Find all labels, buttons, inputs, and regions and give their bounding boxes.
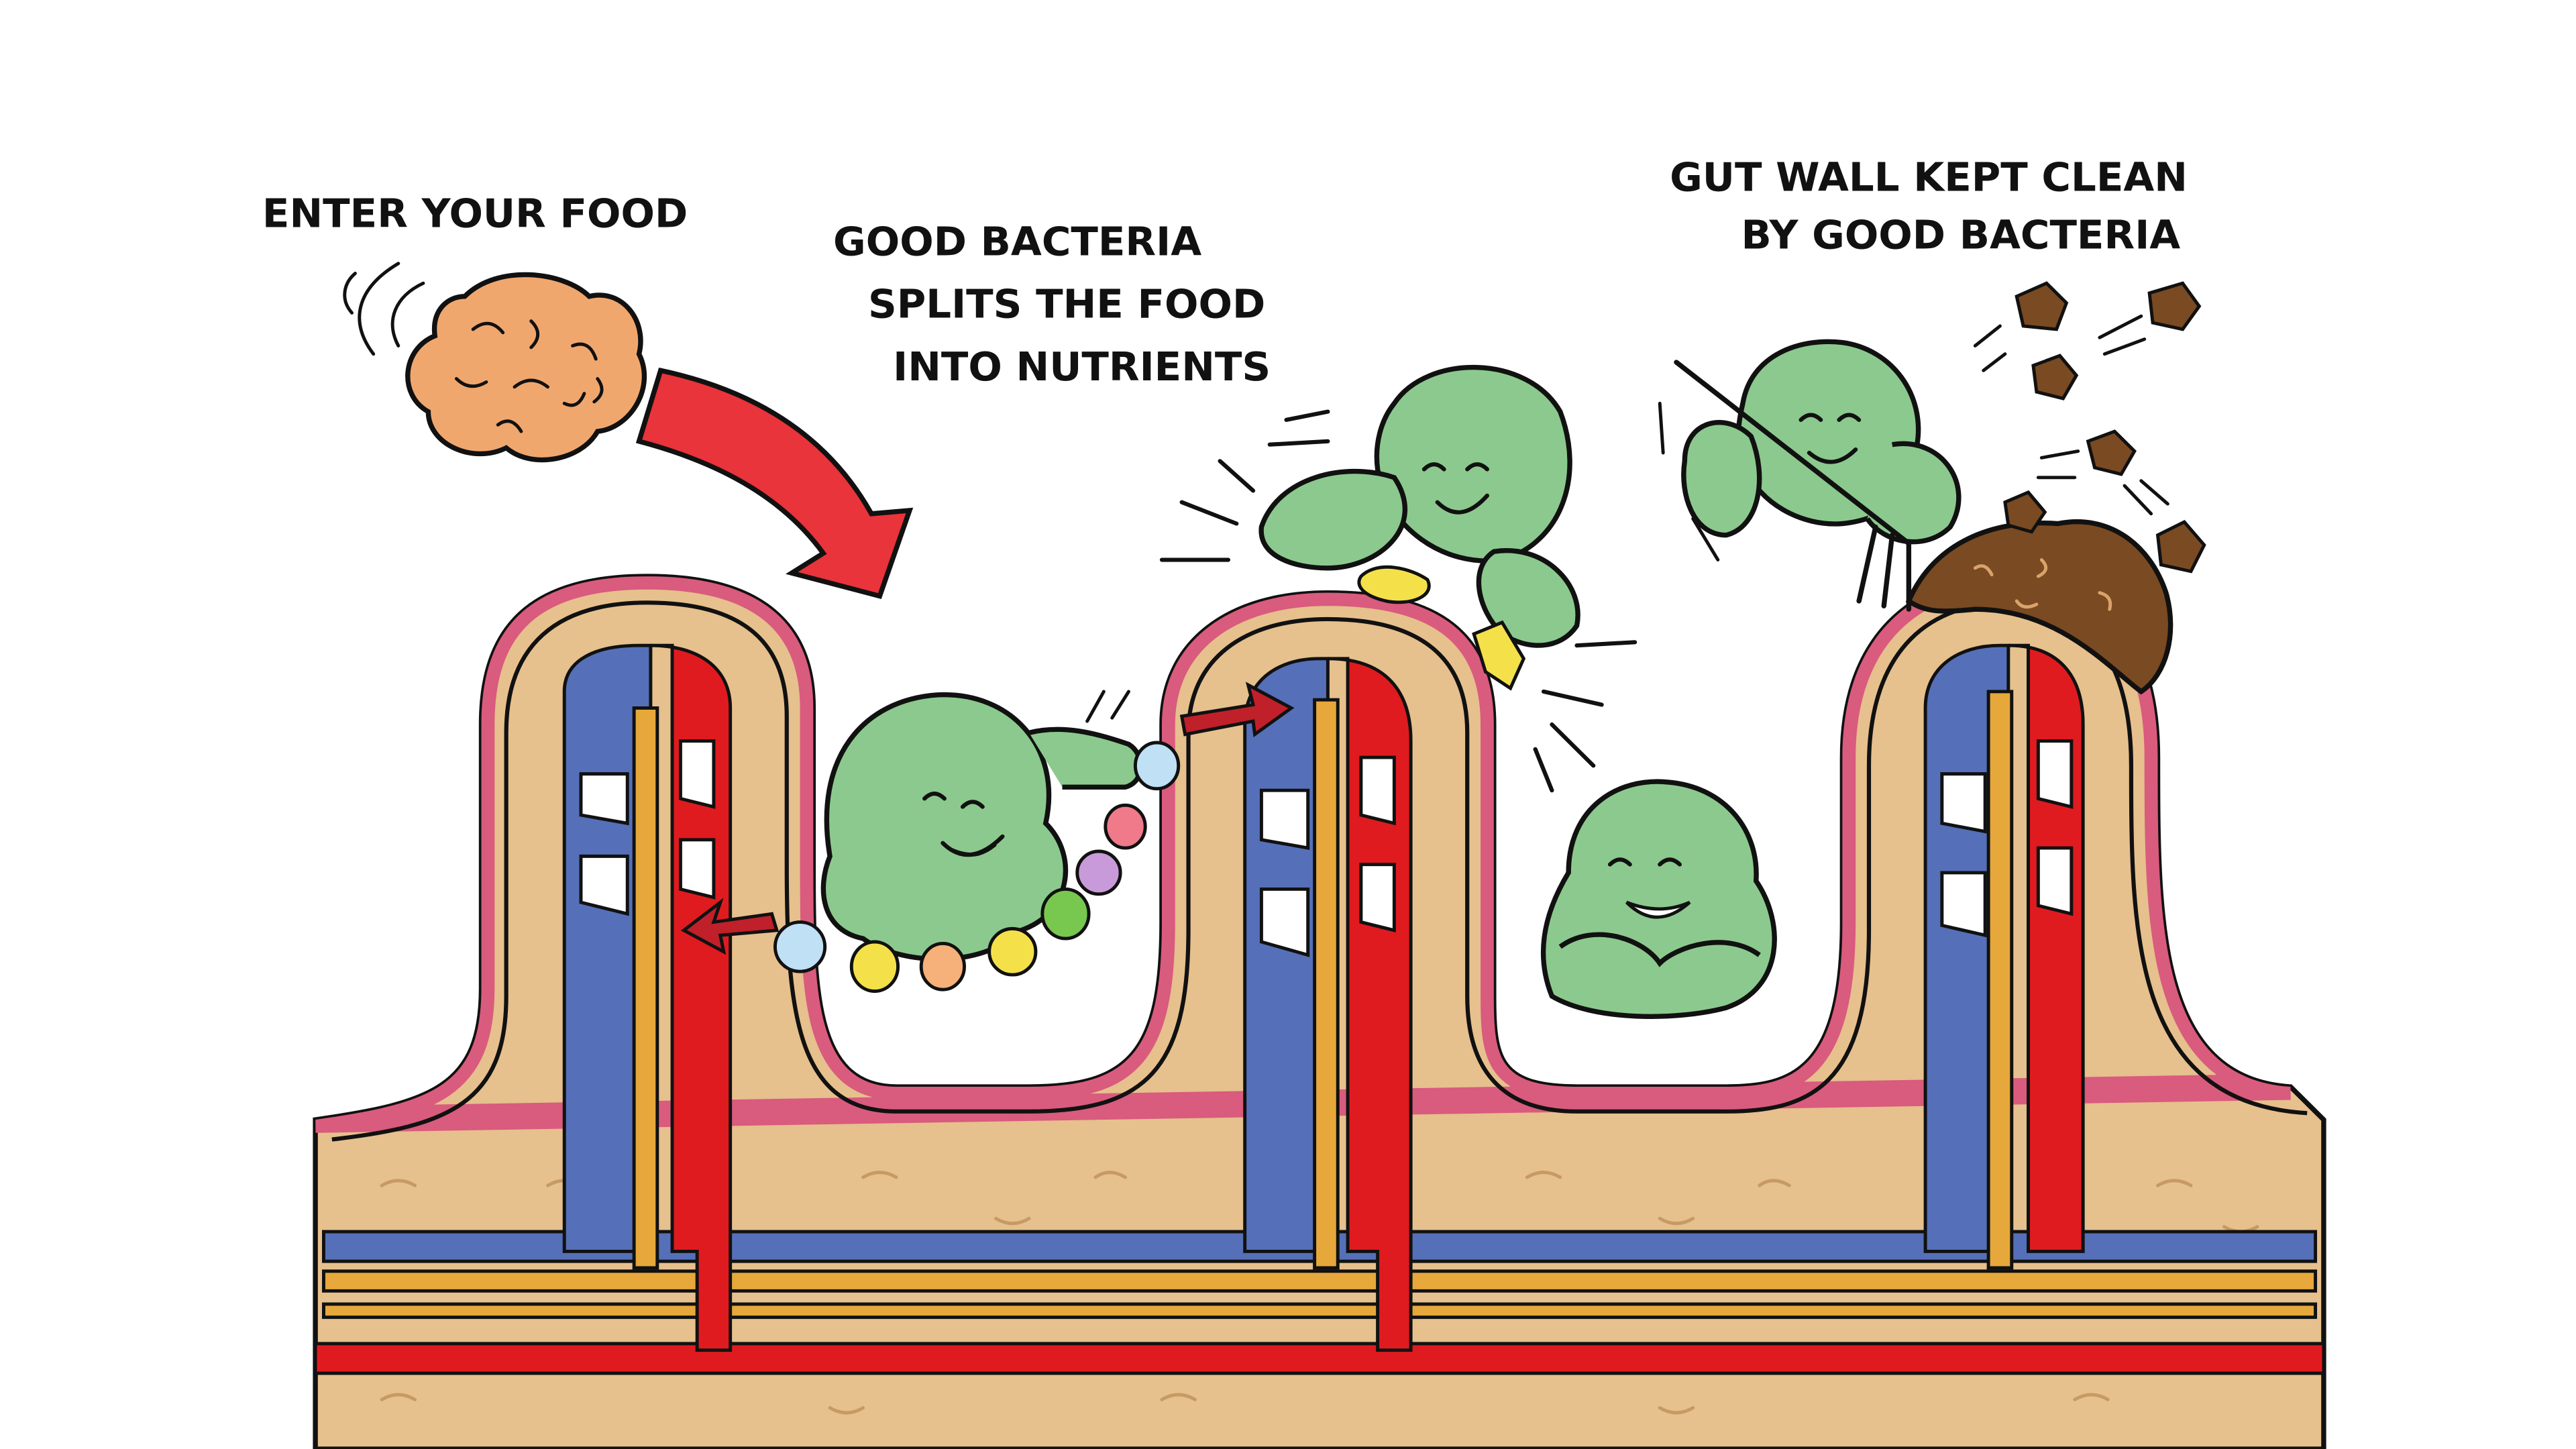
bacterium-icon: [1658, 339, 1962, 612]
caption-split-line-2: SPLITS THE FOOD: [868, 281, 1265, 327]
bacterium-icon: [1159, 364, 1638, 793]
food-clump-icon: [343, 262, 647, 463]
nutrient-beads: [773, 741, 1181, 994]
caption-clean-line-2: BY GOOD BACTERIA: [1741, 212, 2180, 258]
nutrient-bead-icon: [1104, 803, 1147, 850]
bacterium-icon: [1540, 779, 1777, 1019]
nutrient-bead-icon: [1040, 888, 1091, 941]
bacterium-icon: [820, 690, 1144, 962]
waste-pile-icon: [1905, 281, 2206, 695]
red-arrow-icon: [635, 367, 914, 599]
villus-2-vessels: [1243, 657, 1413, 1352]
villus-1-vessels: [562, 643, 733, 1352]
lymph-horizontal: [322, 1269, 2318, 1293]
nutrient-bead-icon: [1133, 741, 1181, 791]
nutrient-bead-icon: [1075, 849, 1122, 896]
small-red-arrow-icon: [680, 898, 780, 955]
nutrient-bead-icon: [773, 920, 827, 973]
broom-icon: [1674, 360, 1912, 612]
villus-3-vessels: [1923, 643, 2085, 1270]
small-red-arrow-icon: [1179, 682, 1295, 738]
artery-horizontal: [313, 1342, 2326, 1375]
nutrient-bead-icon: [849, 940, 900, 994]
caption-enter-food: ENTER YOUR FOOD: [262, 191, 688, 237]
nutrient-bead-icon: [987, 926, 1038, 977]
nutrient-bead-icon: [919, 942, 966, 991]
caption-clean-line-1: GUT WALL KEPT CLEAN: [1670, 154, 2188, 201]
lymph-horizontal-2: [322, 1302, 2318, 1320]
caption-split-line-3: INTO NUTRIENTS: [893, 343, 1271, 390]
caption-split-line-1: GOOD BACTERIA: [833, 219, 1201, 265]
